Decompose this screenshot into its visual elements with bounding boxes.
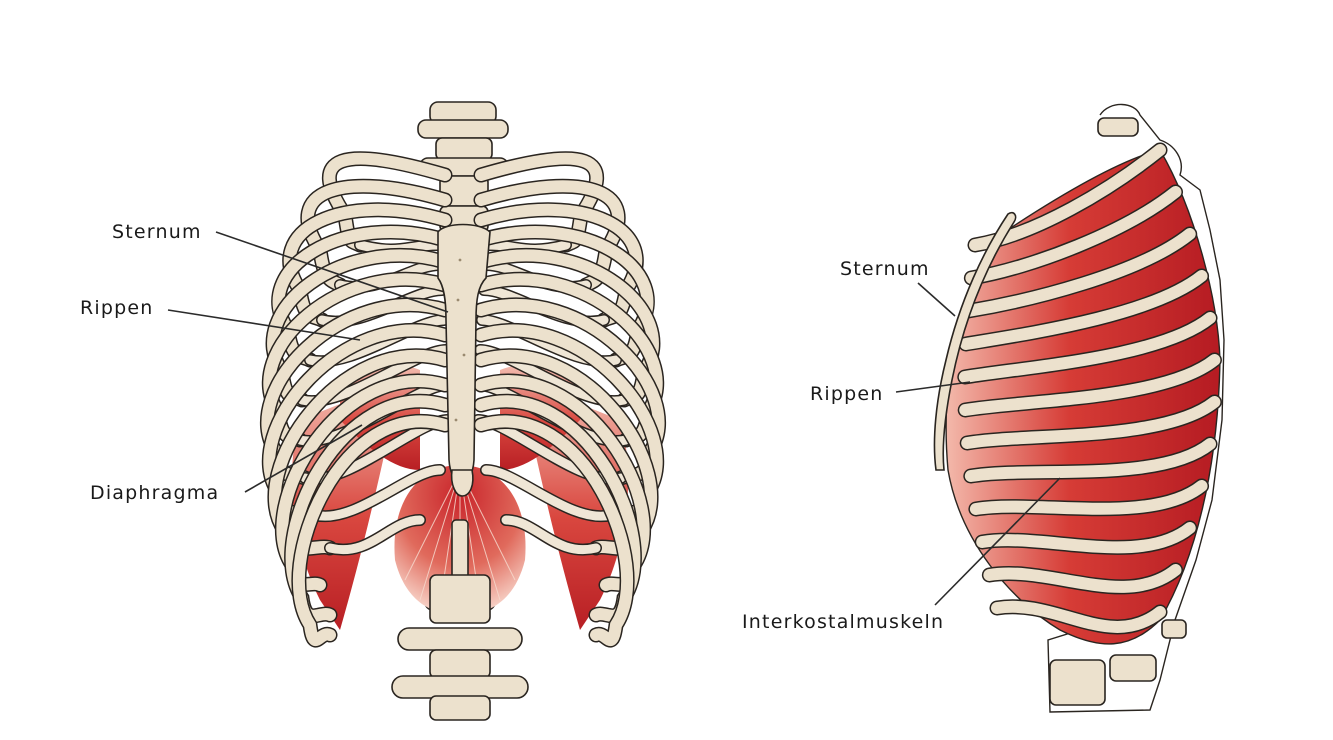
side-rib-fill-7 bbox=[961, 396, 1221, 449]
side-rib-cage bbox=[933, 103, 1225, 713]
side-rib-fill-9 bbox=[969, 480, 1208, 515]
label-sternum-front: Sternum bbox=[112, 221, 202, 243]
side-rib-fill-3 bbox=[962, 228, 1196, 317]
leader-interkostalmuskeln-side bbox=[934, 477, 1061, 606]
rib-right-fill-12 bbox=[475, 415, 634, 646]
side-sternum-bone bbox=[933, 211, 1017, 471]
label-interkostalmuskeln-side: Interkostalmuskeln bbox=[742, 611, 944, 633]
rib-right-fill-11 bbox=[475, 395, 641, 622]
rib-left-fill-12 bbox=[292, 415, 451, 646]
leader-sternum-side bbox=[917, 282, 956, 317]
leader-rippen-side bbox=[895, 381, 971, 393]
cartilage-left-fill-9 bbox=[325, 515, 425, 555]
front-labels: Sternum Rippen Diaphragma bbox=[80, 221, 449, 504]
label-rippen-front: Rippen bbox=[80, 297, 154, 319]
side-rib-fill-12 bbox=[991, 600, 1166, 633]
cartilage-right-fill-9 bbox=[501, 515, 601, 555]
label-rippen-side: Rippen bbox=[810, 383, 884, 405]
front-rib-cage bbox=[259, 101, 667, 721]
front-ribs-right bbox=[472, 151, 667, 648]
side-rib-fill-2 bbox=[965, 186, 1182, 284]
leader-rippen-front bbox=[167, 309, 361, 341]
side-rib-fill-8 bbox=[964, 438, 1217, 482]
side-spine bbox=[1047, 103, 1225, 713]
front-diaphragm bbox=[394, 465, 526, 624]
side-labels: Sternum Rippen Interkostalmuskeln bbox=[742, 258, 1061, 633]
front-ribs-left bbox=[259, 151, 454, 648]
leader-sternum-front bbox=[215, 231, 449, 313]
side-ribs bbox=[957, 142, 1222, 635]
front-spine-upper bbox=[417, 101, 509, 233]
leader-diaphragma-front bbox=[244, 424, 363, 493]
cartilage-left-fill-8 bbox=[310, 465, 445, 521]
side-rib-fill-4 bbox=[959, 270, 1208, 350]
side-rib-fill-6 bbox=[959, 354, 1221, 416]
side-rib-fill-5 bbox=[958, 312, 1217, 383]
side-rib-fill-10 bbox=[976, 522, 1196, 554]
cartilage-right-fill-8 bbox=[481, 465, 616, 521]
label-sternum-side: Sternum bbox=[840, 258, 930, 280]
front-sternum-bone bbox=[437, 223, 491, 497]
front-spine-lower bbox=[391, 579, 529, 721]
side-rib-fill-11 bbox=[983, 564, 1182, 593]
rib-left-fill-11 bbox=[285, 395, 451, 622]
label-diaphragma-front: Diaphragma bbox=[90, 482, 219, 504]
